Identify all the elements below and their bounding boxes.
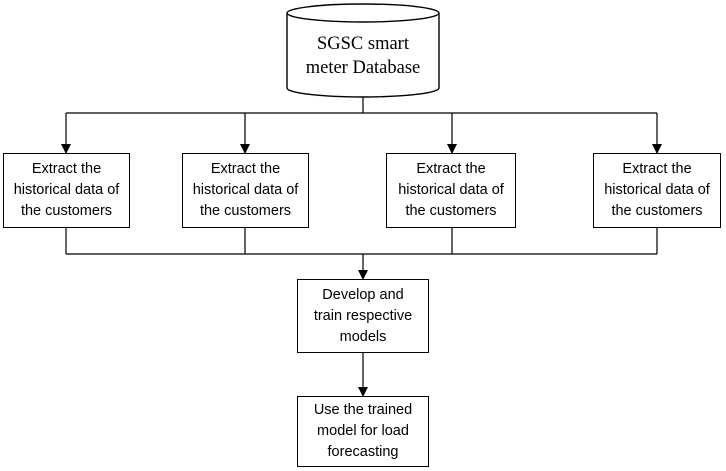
develop-box-line-3: models <box>339 328 387 345</box>
extract-box-4: Extract the historical data of the custo… <box>593 153 721 228</box>
database-label-line-1: SGSC smart <box>316 34 409 54</box>
extract-box-4-line-3: the customers <box>611 203 703 219</box>
develop-box-line-1: Develop and <box>322 286 404 303</box>
extract-box-3-line-1: Extract the <box>416 161 486 177</box>
extract-box-1: Extract the historical data of the custo… <box>3 153 130 228</box>
extract-box-2-line-3: the customers <box>199 203 292 219</box>
use-box-line-2: model for load <box>317 423 409 439</box>
extract-box-2: Extract the historical data of the custo… <box>182 153 309 228</box>
extract-box-1-line-2: historical data of <box>13 182 120 198</box>
extract-box-2-line-2: historical data of <box>192 182 299 198</box>
use-model-box: Use the trained model for load forecasti… <box>297 396 429 467</box>
extract-box-3-line-2: historical data of <box>398 182 504 198</box>
database-label-line-2: meter Database <box>305 58 421 78</box>
extract-box-1-line-1: Extract the <box>31 161 102 177</box>
extract-box-1-line-3: the customers <box>20 203 113 219</box>
extract-box-3-line-3: the customers <box>405 203 497 219</box>
extract-box-4-line-2: historical data of <box>604 182 710 198</box>
extract-box-3: Extract the historical data of the custo… <box>386 153 516 228</box>
use-box-line-3: forecasting <box>327 444 399 460</box>
use-box-line-1: Use the trained <box>313 402 413 418</box>
develop-box-line-2: train respective <box>313 307 413 324</box>
database-cylinder <box>286 3 440 98</box>
develop-model-box: Develop and train respective models <box>297 279 429 353</box>
extract-box-2-line-1: Extract the <box>210 161 281 177</box>
database-label: SGSC smart meter Database <box>287 32 439 80</box>
extract-box-4-line-1: Extract the <box>622 161 692 177</box>
